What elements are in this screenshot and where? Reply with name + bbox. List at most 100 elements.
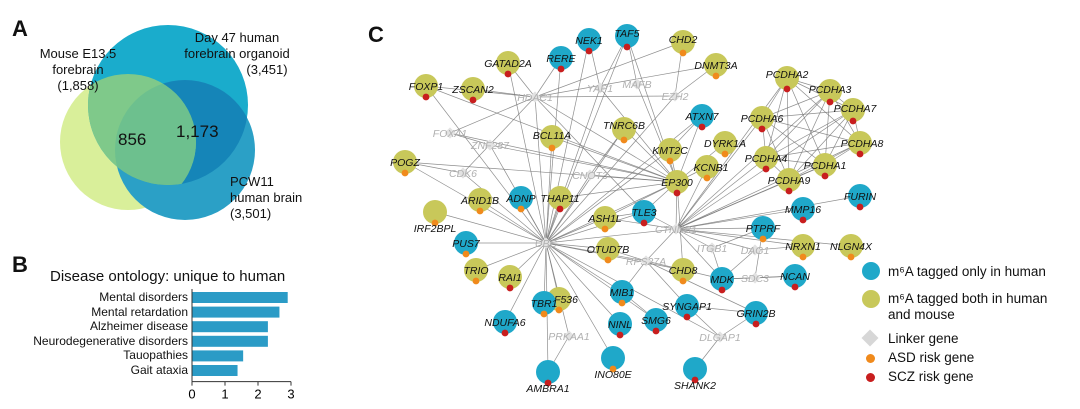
- linker-icon: [444, 127, 456, 139]
- node-label: POGZ: [390, 157, 420, 169]
- bar-category-label: Alzheimer disease: [89, 319, 188, 334]
- edge-foxa1-znf287: [449, 132, 491, 146]
- edge-hdac1-ezh2: [534, 95, 676, 98]
- edge-hdac1-dnmt3a: [534, 64, 717, 98]
- scz-marker: [422, 93, 430, 101]
- legend-asd-text: ASD risk gene: [888, 350, 975, 365]
- asd-marker: [618, 299, 626, 307]
- edge-ubc-yap1: [545, 87, 601, 244]
- edge-ctnnb1-pcdha6: [675, 117, 763, 230]
- linker-icon: [540, 237, 552, 249]
- linker-icon: [706, 242, 718, 254]
- asd-marker: [476, 207, 484, 215]
- node-label: SDC3: [741, 273, 769, 285]
- edge-ubc-tle3: [545, 211, 645, 244]
- scz-marker: [799, 216, 807, 224]
- node-sdc3: SDC3: [741, 272, 769, 285]
- scz-marker: [718, 286, 726, 294]
- node-circle: [775, 66, 799, 90]
- node-label: ARID1B: [460, 195, 499, 207]
- node-trio: TRIO: [463, 258, 489, 285]
- node-circle: [751, 216, 775, 240]
- edge-ctnnb1-furin: [675, 195, 861, 230]
- node-chd2: CHD2: [669, 30, 697, 57]
- edge-pcdha2-pcdha9: [786, 77, 790, 181]
- scz-marker: [585, 47, 593, 55]
- asd-marker: [401, 169, 409, 177]
- edge-pcdha3-pcdha9: [788, 90, 831, 181]
- node-atxn7: ATXN7: [684, 104, 720, 131]
- linker-icon: [749, 244, 761, 256]
- edge-ubc-ino80e: [545, 242, 614, 359]
- node-bcl11a: BCL11A: [533, 125, 571, 152]
- node-label: IRF2BPL: [414, 223, 457, 235]
- edge-pcdha2-pcdha4: [765, 77, 788, 159]
- legend-both-icon: [862, 290, 880, 308]
- bar-category-label: Tauopathies: [123, 348, 188, 363]
- edge-ubc-mib1: [545, 242, 623, 293]
- edge-ep300-foxa1: [449, 132, 678, 183]
- edge-hdac1-chd2: [534, 41, 684, 98]
- node-label: ZNF287: [470, 140, 510, 152]
- node-label: CNOT3: [572, 170, 608, 182]
- node-circle: [461, 77, 485, 101]
- node-ambra1: AMBRA1: [525, 360, 570, 395]
- node-label: UBC: [535, 238, 558, 250]
- node-tbr1: TBR1: [531, 291, 557, 318]
- scz-marker: [556, 205, 564, 213]
- node-mdk: MDK: [710, 267, 735, 294]
- edge-hdac1-tle3: [534, 96, 645, 213]
- node-circle: [848, 184, 872, 208]
- node-ep300: EP300: [661, 170, 693, 197]
- node-label: PCDHA7: [834, 103, 878, 115]
- node-label: BCL11A: [533, 130, 571, 142]
- asd-marker: [721, 150, 729, 158]
- node-grin2b: GRIN2B: [736, 301, 776, 328]
- node-circle: [839, 234, 863, 258]
- node-circle: [754, 146, 778, 170]
- node-circle: [610, 280, 634, 304]
- node-label: PCDHA4: [745, 153, 788, 165]
- bar-0: [192, 292, 288, 303]
- edge-pcdha3-pcdha6: [761, 90, 831, 119]
- legend-human-only-text: m⁶A tagged only in human: [888, 264, 1046, 279]
- asd-marker: [555, 306, 563, 314]
- node-label: NCAN: [780, 271, 810, 283]
- node-label: NEK1: [575, 35, 602, 47]
- edge-ctnnb1-pcdha4: [675, 157, 767, 230]
- asd-marker: [604, 256, 612, 264]
- node-label: MAFB: [622, 79, 651, 91]
- edge-ubc-trio: [475, 242, 547, 271]
- node-foxp1: FOXP1: [409, 74, 443, 101]
- scz-marker: [506, 284, 514, 292]
- node-label: MDK: [710, 274, 734, 286]
- scz-marker: [652, 327, 660, 335]
- edge-ubc-hdac1: [534, 96, 547, 244]
- edge-ubc-atxn7: [545, 115, 703, 244]
- edge-ctnnb1-dag1: [675, 228, 756, 251]
- node-dyrk1a: DYRK1A: [704, 131, 746, 158]
- scz-marker: [849, 117, 857, 125]
- scz-marker: [758, 125, 766, 133]
- linker-icon: [563, 330, 575, 342]
- bar-3: [192, 335, 268, 347]
- node-furin: FURIN: [844, 184, 876, 211]
- bar-category-label: Neurodegenerative disorders: [33, 333, 188, 348]
- edge-ubc-cnot3: [545, 174, 591, 244]
- panel-label-b: B: [12, 252, 28, 277]
- node-label: KCNB1: [693, 162, 728, 174]
- edge-pcdha6-pcdha8: [761, 117, 861, 144]
- edge-ubc-tnrc6b: [545, 128, 625, 244]
- asd-marker: [759, 235, 767, 243]
- node-label: TLE3: [631, 207, 656, 219]
- asd-marker: [517, 205, 525, 213]
- node-ino80e: INO80E: [594, 346, 633, 381]
- bar-x-tick-label: 2: [254, 387, 261, 402]
- edge-ubc-irf2bpl: [434, 211, 547, 244]
- edge-ubc-nek1: [545, 39, 590, 244]
- bar-category-label: Mental disorders: [99, 290, 188, 304]
- node-circle: [493, 310, 517, 334]
- node-circle: [813, 153, 837, 177]
- edge-mafb-ep300: [636, 83, 678, 183]
